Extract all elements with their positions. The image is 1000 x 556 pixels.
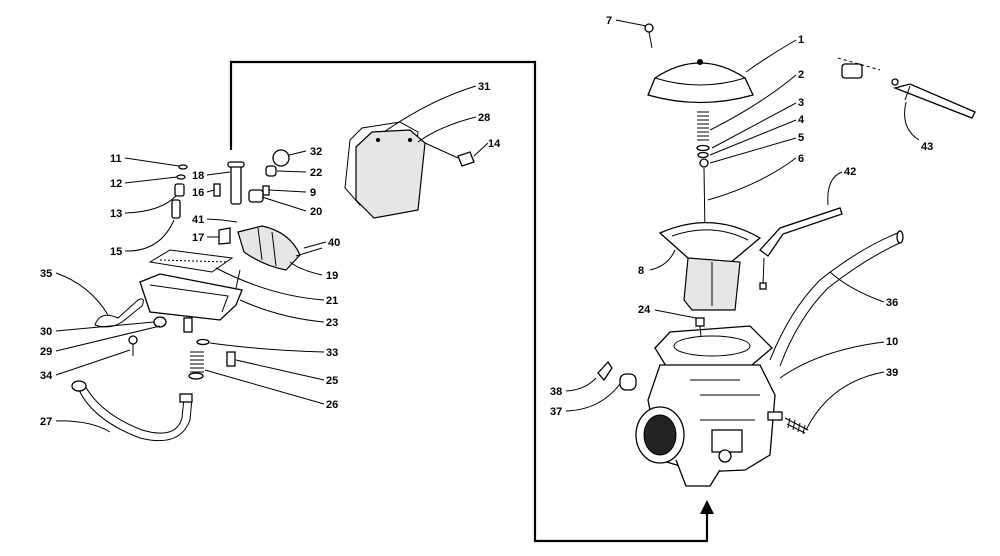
spring-26 xyxy=(188,351,204,380)
screw-25 xyxy=(226,351,236,367)
jet-13 xyxy=(174,183,185,197)
callout-41: 41 xyxy=(192,214,204,226)
callout-9: 9 xyxy=(310,187,316,199)
callout-3: 3 xyxy=(798,97,804,109)
idle-screw-39 xyxy=(767,411,809,435)
choke-cable-42 xyxy=(759,207,843,290)
callout-37: 37 xyxy=(550,406,562,418)
callout-32: 32 xyxy=(310,146,322,158)
float-bowl-23 xyxy=(139,269,243,333)
callout-20: 20 xyxy=(310,206,322,218)
needle-holder-5 xyxy=(699,158,709,168)
float-bowl-gasket-21 xyxy=(148,249,234,273)
callout-18: 18 xyxy=(192,170,204,182)
jet-16 xyxy=(213,183,221,197)
callout-33: 33 xyxy=(326,347,338,359)
boot-40 xyxy=(237,225,301,271)
drain-hose-27 xyxy=(71,380,193,442)
callout-42: 42 xyxy=(844,166,856,178)
callout-4: 4 xyxy=(798,114,805,126)
callout-16: 16 xyxy=(192,187,204,199)
callout-23: 23 xyxy=(326,317,338,329)
screw-7 xyxy=(644,23,654,49)
pin-41 xyxy=(221,219,238,223)
clamp-35 xyxy=(94,298,144,328)
callout-labels: 1 2 3 4 5 6 7 8 9 10 11 12 13 14 15 16 1… xyxy=(40,15,933,428)
cap-32 xyxy=(272,149,290,167)
cap-37 xyxy=(619,373,637,391)
callout-35: 35 xyxy=(40,268,52,280)
clip-38 xyxy=(597,360,613,382)
throttle-slide-8 xyxy=(658,221,762,311)
throttle-cable-43 xyxy=(837,57,976,119)
callout-39: 39 xyxy=(886,367,898,379)
callout-19: 19 xyxy=(326,270,338,282)
callout-12: 12 xyxy=(110,178,122,190)
washer-3 xyxy=(696,144,710,152)
callout-36: 36 xyxy=(886,297,898,309)
callout-26: 26 xyxy=(326,399,338,411)
callout-13: 13 xyxy=(110,208,122,220)
leader-lines xyxy=(55,19,920,433)
callout-31: 31 xyxy=(478,81,490,93)
bowl-cover-28 xyxy=(355,129,426,219)
seat-20 xyxy=(248,189,264,203)
assembly-flow-line xyxy=(229,60,709,543)
callout-17: 17 xyxy=(192,232,204,244)
callout-6: 6 xyxy=(798,153,804,165)
o-ring-33 xyxy=(196,338,210,346)
drain-plug-30 xyxy=(153,316,167,328)
callout-25: 25 xyxy=(326,375,338,387)
plunger-19 xyxy=(295,247,323,257)
callout-8: 8 xyxy=(638,265,644,277)
callout-11: 11 xyxy=(110,153,122,165)
screw-24 xyxy=(695,317,705,338)
callout-15: 15 xyxy=(110,246,122,258)
clip-4 xyxy=(697,151,709,159)
spring-2 xyxy=(697,111,709,141)
flow-arrow-head xyxy=(700,500,714,514)
carburetor-body xyxy=(635,325,776,487)
valve-9 xyxy=(262,185,270,196)
callout-22: 22 xyxy=(310,167,322,179)
callout-5: 5 xyxy=(798,132,804,144)
jet-15 xyxy=(171,199,181,219)
hose-fitting-14 xyxy=(424,142,475,167)
callout-34: 34 xyxy=(40,370,53,382)
jet-17 xyxy=(218,227,231,245)
plug-22 xyxy=(265,165,277,177)
vent-hose-36 xyxy=(769,230,904,367)
callout-28: 28 xyxy=(478,112,490,124)
callout-27: 27 xyxy=(40,416,52,428)
o-ring-11 xyxy=(178,164,188,170)
carb-top-cover xyxy=(647,59,754,104)
callout-7: 7 xyxy=(606,15,612,27)
callout-1: 1 xyxy=(798,34,804,46)
callout-10: 10 xyxy=(886,336,898,348)
callout-14: 14 xyxy=(488,138,501,150)
callout-2: 2 xyxy=(798,69,804,81)
screw-34 xyxy=(128,335,138,356)
callout-24: 24 xyxy=(638,304,651,316)
callout-43: 43 xyxy=(921,141,933,153)
callout-21: 21 xyxy=(326,295,338,307)
callout-30: 30 xyxy=(40,326,52,338)
callout-29: 29 xyxy=(40,346,52,358)
callout-40: 40 xyxy=(328,237,340,249)
pilot-tube-18 xyxy=(227,161,245,205)
callout-38: 38 xyxy=(550,386,562,398)
o-ring-12 xyxy=(176,174,186,180)
